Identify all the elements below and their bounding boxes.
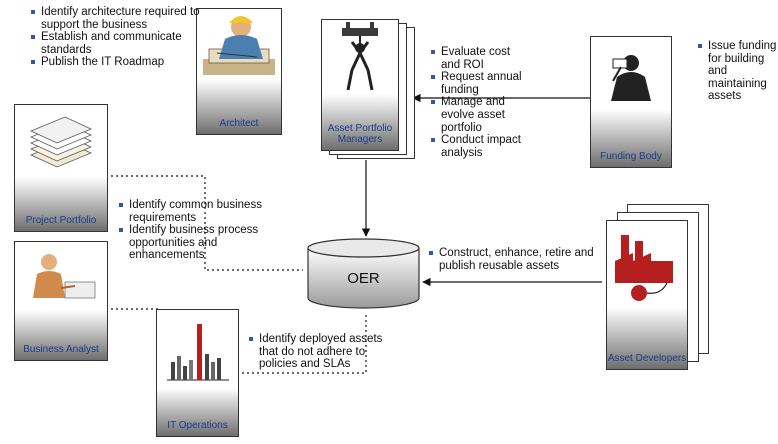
dotted-project-to-oer xyxy=(106,175,303,271)
architect-responsibilities: Identify architecture required to suppor… xyxy=(30,6,200,69)
oer-label: OER xyxy=(347,270,380,287)
bar-chart-icon xyxy=(167,324,229,381)
architect-label: Architect xyxy=(219,118,259,129)
business-analyst-label: Business Analyst xyxy=(23,344,99,355)
analyst-bullet: Identify common business requirements xyxy=(118,199,288,224)
asset-portfolio-managers-label: Asset Portfolio Managers xyxy=(327,123,393,145)
architect-bullet: Establish and communicate standards xyxy=(30,31,200,56)
asset-developers-label: Asset Developers xyxy=(607,353,687,364)
managers-bullet: Conduct impact analysis xyxy=(430,134,522,159)
money-bag-icon xyxy=(611,55,651,101)
architect-bullet: Publish the IT Roadmap xyxy=(30,56,200,69)
factory-icon xyxy=(615,235,673,301)
developers-bullet: Construct, enhance, retire and publish r… xyxy=(428,247,598,272)
architect-illustration-icon xyxy=(203,16,275,75)
architect-card[interactable]: Architect xyxy=(196,8,282,135)
developers-responsibilities: Construct, enhance, retire and publish r… xyxy=(428,247,598,272)
funding-body-card[interactable]: Funding Body xyxy=(590,36,672,168)
operations-bullet: Identify deployed assets that do not adh… xyxy=(248,333,398,371)
document-stack-icon xyxy=(30,116,92,168)
analyst-illustration-icon xyxy=(33,254,96,299)
managers-responsibilities: Evaluate cost and ROI Request annual fun… xyxy=(430,46,522,159)
project-portfolio-label: Project Portfolio xyxy=(25,215,97,226)
oer-repository-cylinder[interactable] xyxy=(307,238,420,310)
analyst-bullet: Identify business process opportunities … xyxy=(118,224,288,262)
managers-bullet: Evaluate cost and ROI xyxy=(430,46,522,71)
analyst-responsibilities: Identify common business requirements Id… xyxy=(118,199,288,262)
weightlifter-icon xyxy=(342,22,378,91)
funding-responsibilities: Issue funding for building and maintaini… xyxy=(697,40,777,103)
operations-responsibilities: Identify deployed assets that do not adh… xyxy=(248,333,398,371)
it-operations-card[interactable]: IT Operations xyxy=(156,309,239,437)
funding-bullet: Issue funding for building and maintaini… xyxy=(697,40,777,103)
project-portfolio-card[interactable]: Project Portfolio xyxy=(14,104,108,232)
funding-body-label: Funding Body xyxy=(600,151,662,162)
managers-bullet: Request annual funding xyxy=(430,71,522,96)
it-operations-label: IT Operations xyxy=(167,420,228,431)
business-analyst-card[interactable]: Business Analyst xyxy=(14,241,108,361)
asset-developers-card[interactable]: Asset Developers xyxy=(606,220,688,370)
architect-bullet: Identify architecture required to suppor… xyxy=(30,6,200,31)
asset-portfolio-managers-card[interactable]: Asset Portfolio Managers xyxy=(321,19,399,151)
managers-bullet: Manage and evolve asset portfolio xyxy=(430,96,522,134)
